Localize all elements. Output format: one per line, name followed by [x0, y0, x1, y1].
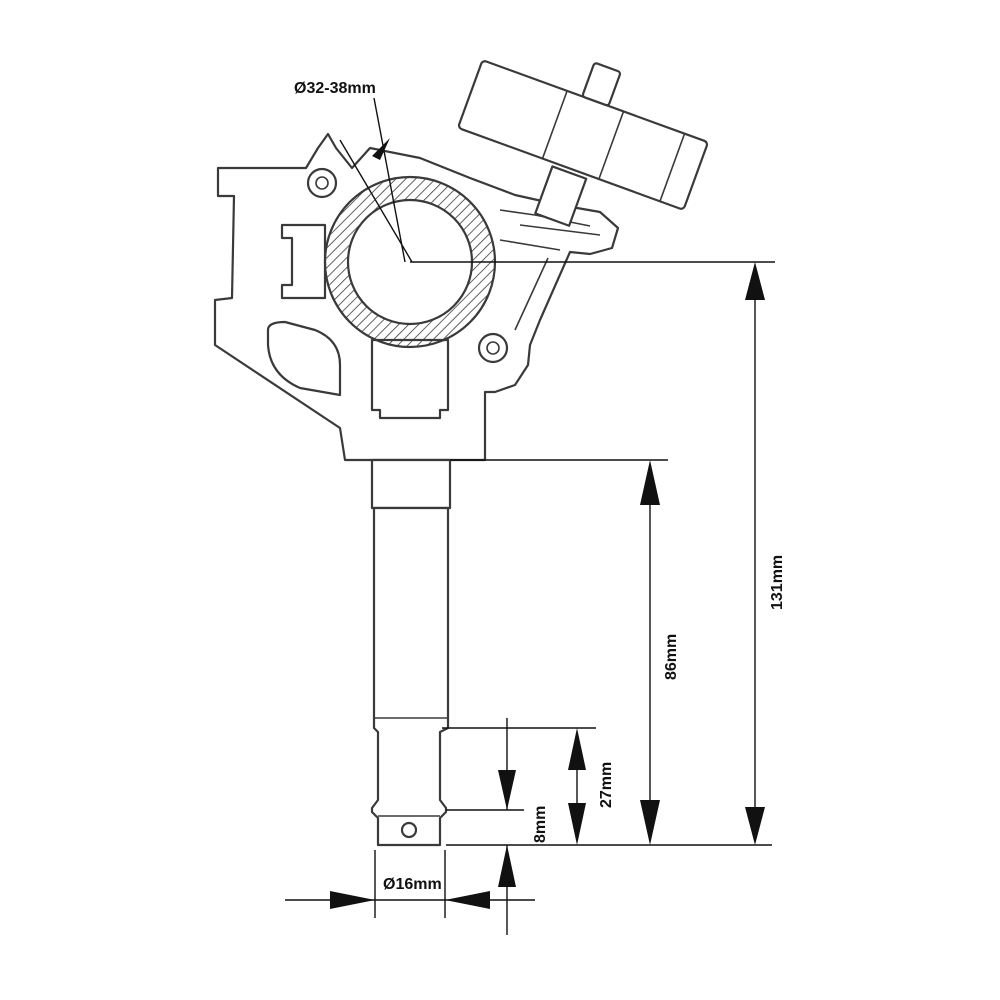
tip-arrow-bottom — [498, 845, 516, 887]
lower-section-arrow-top — [568, 728, 586, 770]
tube-diameter-dimension: Ø32-38mm — [294, 80, 775, 263]
tip-arrow-top — [498, 770, 516, 810]
total-height-label: 131mm — [769, 555, 786, 610]
lower-section-arrow-bottom — [568, 803, 586, 845]
spigot-cross-hole — [400, 821, 418, 839]
lower-block — [370, 338, 450, 420]
body-cutout — [266, 320, 342, 397]
knob-grip-line-1 — [541, 90, 568, 159]
spigot-diameter-label: Ø16mm — [383, 876, 442, 893]
tube-diameter-leader-1 — [373, 97, 406, 263]
spigot-diameter-dimension: Ø16mm — [285, 850, 535, 918]
tightening-knob — [457, 60, 709, 227]
lower-section-label: 27mm — [598, 762, 615, 808]
tip-dimension: 8mm — [446, 718, 549, 935]
tube-diameter-label: Ø32-38mm — [294, 80, 376, 97]
lower-section-dimension: 27mm — [442, 727, 615, 845]
total-height-dimension: 131mm — [745, 262, 786, 845]
spigot-length-arrow-bottom — [640, 800, 660, 845]
spigot-diameter-arrow-right — [445, 891, 490, 909]
total-height-arrow-bottom — [745, 807, 765, 845]
spigot-length-dimension: 86mm — [450, 459, 680, 845]
tube-diameter-leader-2 — [339, 139, 413, 263]
knob-top-pin — [581, 62, 622, 107]
lower-pivot-hole — [486, 341, 500, 355]
spigot-length-label: 86mm — [663, 634, 680, 680]
lower-pivot — [477, 332, 509, 364]
spigot — [370, 458, 452, 847]
upper-pivot-hole — [315, 176, 329, 190]
knob-stem — [534, 165, 588, 227]
tube-diameter-arrow — [372, 138, 390, 160]
clamp-jaw-line — [499, 224, 601, 331]
tip-label: 8mm — [532, 806, 549, 843]
knob-grip-line-3 — [659, 133, 686, 202]
spigot-length-arrow-top — [640, 460, 660, 505]
knob-grip-line-2 — [598, 111, 625, 180]
spigot-shaft — [370, 506, 450, 847]
upper-pivot — [306, 167, 338, 199]
total-height-arrow-top — [745, 262, 765, 300]
spigot-collar — [370, 458, 452, 510]
spigot-diameter-arrow-left — [330, 891, 375, 909]
